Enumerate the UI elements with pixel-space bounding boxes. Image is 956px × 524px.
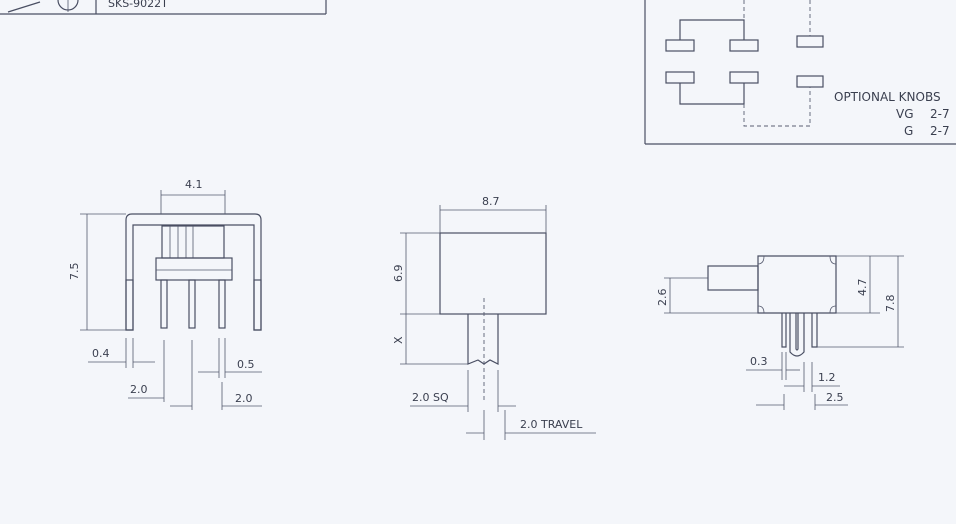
dim-actuator-size: 2.0 SQ xyxy=(412,391,449,404)
body-outline xyxy=(757,255,837,314)
pin xyxy=(188,279,196,329)
contact-pad xyxy=(796,75,824,88)
dim-body-height: 4.7 xyxy=(856,279,869,297)
dim-travel: 2.0 TRAVEL xyxy=(520,418,583,431)
body-outline xyxy=(439,232,547,315)
part-number: SKS-9022T xyxy=(108,0,168,10)
side-leg xyxy=(125,279,134,331)
dim-lead-pitch: 2.5 xyxy=(826,391,844,404)
contact-pad xyxy=(665,71,695,84)
legend-value-g: 2-7 xyxy=(930,124,950,138)
dim-top-width: 4.1 xyxy=(185,178,203,191)
dim-width: 8.7 xyxy=(482,195,500,208)
dim-pitch-left: 2.0 xyxy=(130,383,148,396)
dim-height: 6.9 xyxy=(392,265,405,283)
side-view: 2.6 4.7 7.8 0.3 1.2 2.5 xyxy=(656,255,904,410)
top-view: 8.7 6.9 X 2.0 SQ 2.0 TRAVEL xyxy=(392,195,596,440)
contact-pad xyxy=(665,39,695,52)
dim-height: 7.5 xyxy=(68,263,81,281)
front-view: 4.1 7.5 0.4 0.5 2.0 2.0 xyxy=(68,178,262,410)
contact-pad xyxy=(796,35,824,48)
legend-value-vg: 2-7 xyxy=(930,107,950,121)
lead xyxy=(811,313,818,348)
schematic-box: OPTIONAL KNOBS VG 2-7 G 2-7 xyxy=(644,0,956,145)
actuator xyxy=(707,265,759,291)
dim-actuator-height: 2.6 xyxy=(656,289,669,307)
housing-outline xyxy=(125,213,262,331)
side-leg xyxy=(253,279,262,331)
legend-code-vg: VG xyxy=(896,107,914,121)
lead xyxy=(789,313,805,357)
dim-total-height: 7.8 xyxy=(884,295,897,313)
legend-code-g: G xyxy=(904,124,913,138)
dim-pitch-right: 2.0 xyxy=(235,392,253,405)
contact-pad xyxy=(729,39,759,52)
actuator xyxy=(467,314,499,365)
dim-pin-width: 0.5 xyxy=(237,358,255,371)
dim-pin-thickness: 0.4 xyxy=(92,347,110,360)
base xyxy=(155,257,233,281)
lead xyxy=(781,313,787,348)
dim-actuator-height: X xyxy=(392,336,405,344)
dim-lead-thickness: 0.3 xyxy=(750,355,768,368)
pin xyxy=(160,279,168,329)
dim-lead-gap: 1.2 xyxy=(818,371,836,384)
contact-pad xyxy=(729,71,759,84)
title-block: SKS-9022T xyxy=(0,0,327,15)
legend-title: OPTIONAL KNOBS xyxy=(834,90,941,104)
projection-symbol xyxy=(7,1,41,13)
pin xyxy=(218,279,226,329)
